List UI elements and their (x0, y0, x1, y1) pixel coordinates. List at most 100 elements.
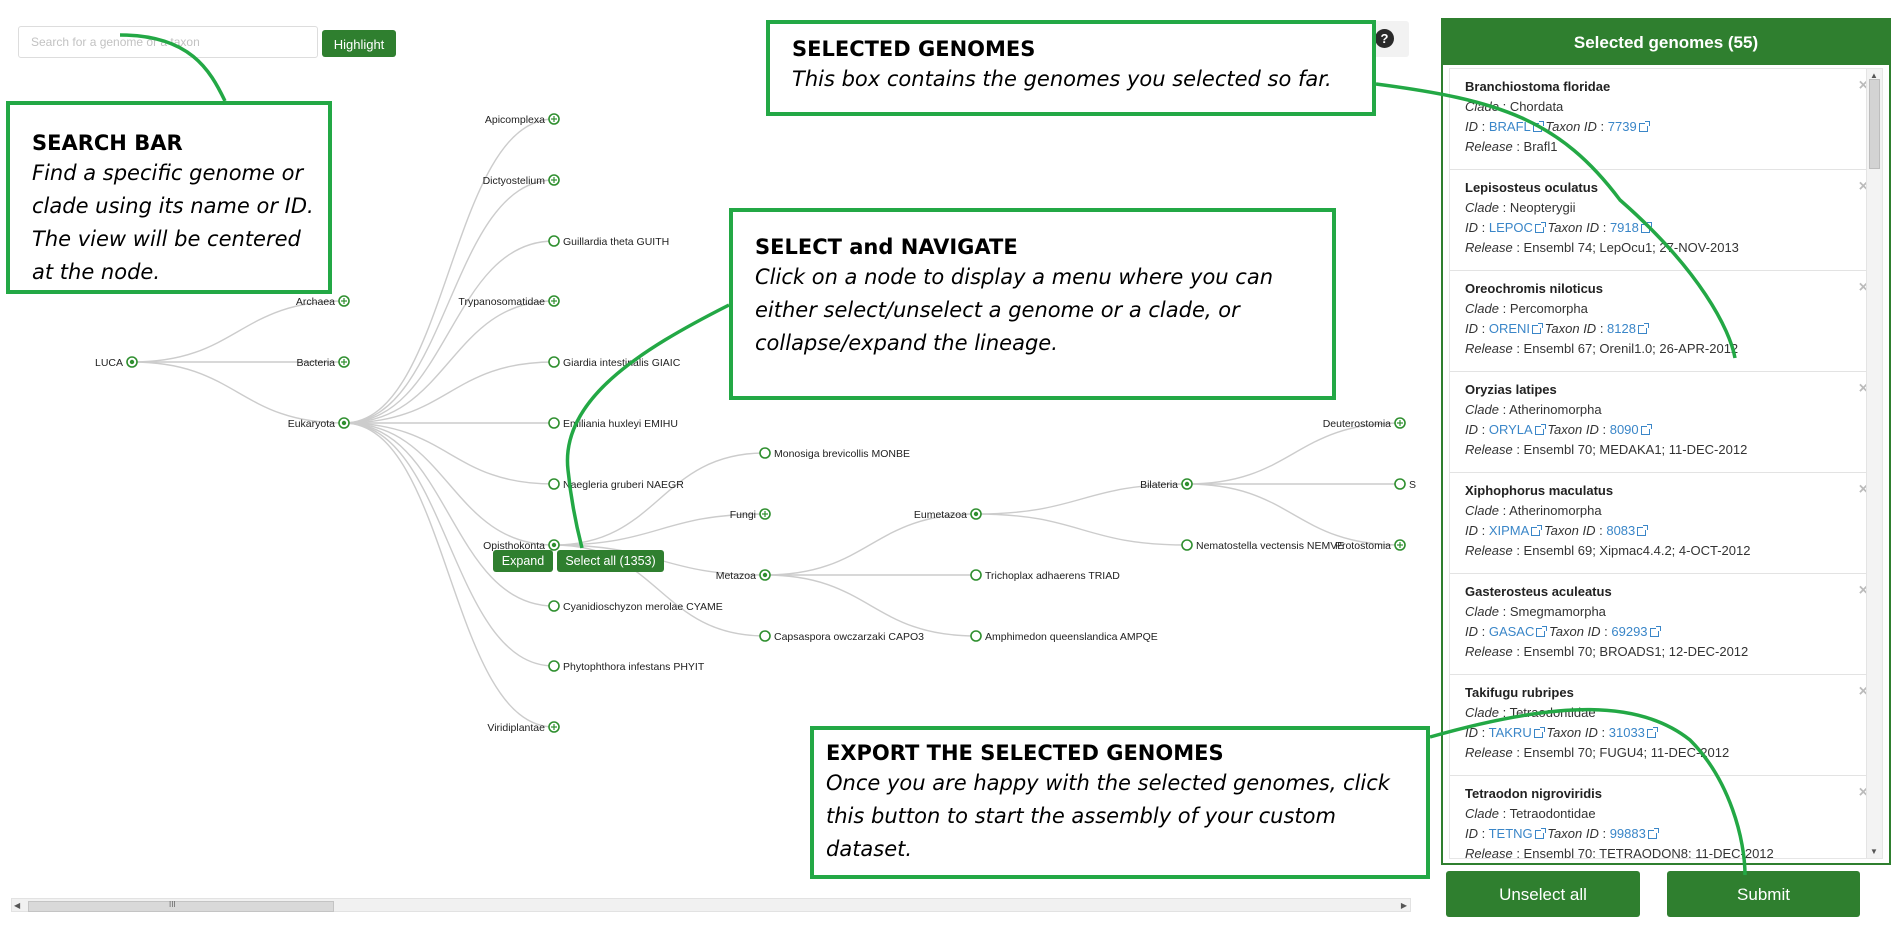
tree-node-label[interactable]: Capsaspora owczarzaki CAPO3 (774, 631, 924, 643)
submit-button[interactable]: Submit (1667, 871, 1860, 917)
tree-node-label[interactable]: Cyanidioschyzon merolae CYAME (563, 601, 723, 613)
external-link-icon[interactable] (1637, 323, 1649, 334)
tree-node-label[interactable]: Naegleria gruberi NAEGR (563, 479, 684, 491)
external-link-icon[interactable] (1647, 828, 1659, 839)
tree-node-luca[interactable]: LUCA (95, 356, 138, 369)
leaf-node-icon[interactable] (548, 600, 560, 612)
remove-genome-icon[interactable]: × (1858, 683, 1868, 700)
horizontal-scroll-thumb[interactable]: III (28, 900, 334, 912)
leaf-node-icon[interactable] (548, 417, 560, 429)
tree-node-label[interactable]: Bacteria (296, 357, 335, 369)
tree-node-capsaspora[interactable]: Capsaspora owczarzaki CAPO3 (759, 630, 924, 643)
tree-node-label[interactable]: Nematostella vectensis NEMVE (1196, 540, 1344, 552)
highlight-button[interactable]: Highlight (322, 30, 396, 57)
tree-node-label[interactable]: Phytophthora infestans PHYIT (563, 661, 705, 673)
tree-node-label[interactable]: Giardia intestinalis GIAIC (563, 357, 681, 369)
tree-node-label[interactable]: Dictyostelium (483, 175, 546, 187)
tree-node-dictyostelium[interactable]: Dictyostelium (483, 174, 560, 187)
tree-node-phytophthora[interactable]: Phytophthora infestans PHYIT (548, 660, 705, 673)
leaf-node-icon[interactable] (759, 630, 771, 642)
tree-node-label[interactable]: Emiliania huxleyi EMIHU (563, 418, 678, 430)
tree-node-label[interactable]: Trichoplax adhaerens TRIAD (985, 570, 1120, 582)
tree-node-emiliania[interactable]: Emiliania huxleyi EMIHU (548, 417, 678, 430)
external-link-icon[interactable] (1534, 222, 1546, 233)
leaf-node-icon[interactable] (1181, 539, 1193, 551)
remove-genome-icon[interactable]: × (1858, 784, 1868, 801)
leaf-node-icon[interactable] (1394, 478, 1406, 490)
remove-genome-icon[interactable]: × (1858, 279, 1868, 296)
tree-node-trichoplax[interactable]: Trichoplax adhaerens TRIAD (970, 569, 1120, 582)
vertical-scrollbar[interactable]: ▲ ▼ (1866, 69, 1882, 858)
remove-genome-icon[interactable]: × (1858, 481, 1868, 498)
tree-node-label[interactable]: Trypanosomatidae (458, 296, 545, 308)
genome-id-link[interactable]: LEPOC (1488, 220, 1533, 235)
tree-node-cyanidioschyzon[interactable]: Cyanidioschyzon merolae CYAME (548, 600, 723, 613)
external-link-icon[interactable] (1533, 727, 1545, 738)
tree-node-archaea[interactable]: Archaea (296, 295, 350, 308)
remove-genome-icon[interactable]: × (1858, 380, 1868, 397)
leaf-node-icon[interactable] (548, 660, 560, 672)
genome-id-link[interactable]: GASAC (1488, 624, 1535, 639)
taxon-id-link[interactable]: 7918 (1609, 220, 1639, 235)
taxon-id-link[interactable]: 7739 (1607, 119, 1637, 134)
scroll-up-icon[interactable]: ▲ (1870, 71, 1878, 80)
leaf-node-icon[interactable] (548, 235, 560, 247)
external-link-icon[interactable] (1640, 222, 1652, 233)
remove-genome-icon[interactable]: × (1858, 178, 1868, 195)
tree-node-label[interactable]: Eumetazoa (914, 509, 967, 521)
tree-node-eumetazoa[interactable]: Eumetazoa (914, 508, 982, 521)
tree-node-label[interactable]: Apicomplexa (485, 114, 545, 126)
genome-id-link[interactable]: ORENI (1488, 321, 1531, 336)
remove-genome-icon[interactable]: × (1858, 77, 1868, 94)
tree-node-monosiga[interactable]: Monosiga brevicollis MONBE (759, 447, 910, 460)
tree-node-label[interactable]: Amphimedon queenslandica AMPQE (985, 631, 1158, 643)
select-all-button[interactable]: Select all (1353) (557, 550, 664, 572)
tree-node-label[interactable]: Guillardia theta GUITH (563, 236, 669, 248)
leaf-node-icon[interactable] (970, 630, 982, 642)
external-link-icon[interactable] (1640, 424, 1652, 435)
taxon-id-link[interactable]: 8128 (1607, 321, 1636, 336)
genome-id-link[interactable]: TAKRU (1488, 725, 1532, 740)
tree-node-apicomplexa[interactable]: Apicomplexa (485, 113, 560, 126)
tree-node-bilateria[interactable]: Bilateria (1140, 478, 1193, 491)
external-link-icon[interactable] (1536, 626, 1548, 637)
tree-node-metazoa[interactable]: Metazoa (716, 569, 771, 582)
taxon-id-link[interactable]: 99883 (1609, 826, 1646, 841)
tree-node-guillardia[interactable]: Guillardia theta GUITH (548, 235, 669, 248)
tree-node-label[interactable]: Protostomia (1335, 540, 1391, 552)
genome-id-link[interactable]: TETNG (1488, 826, 1533, 841)
external-link-icon[interactable] (1638, 121, 1650, 132)
tree-node-label[interactable]: Bilateria (1140, 479, 1178, 491)
scroll-down-icon[interactable]: ▼ (1870, 847, 1878, 856)
tree-node-amphimedon[interactable]: Amphimedon queenslandica AMPQE (970, 630, 1158, 643)
tree-node-giardia[interactable]: Giardia intestinalis GIAIC (548, 356, 681, 369)
external-link-icon[interactable] (1534, 424, 1546, 435)
tree-node-label[interactable]: Deuterostomia (1323, 418, 1391, 430)
genome-id-link[interactable]: BRAFL (1488, 119, 1531, 134)
tree-node-naegleria[interactable]: Naegleria gruberi NAEGR (548, 478, 684, 491)
tree-node-label[interactable]: Eukaryota (288, 418, 335, 430)
tree-node-bacteria[interactable]: Bacteria (296, 356, 350, 369)
tree-node-label[interactable]: Monosiga brevicollis MONBE (774, 448, 910, 460)
tree-node-protostomia[interactable]: Protostomia (1335, 539, 1406, 552)
scroll-thumb[interactable] (1869, 79, 1880, 169)
genome-id-link[interactable]: XIPMA (1488, 523, 1530, 538)
expand-button[interactable]: Expand (493, 550, 553, 572)
leaf-node-icon[interactable] (548, 356, 560, 368)
external-link-icon[interactable] (1637, 525, 1649, 536)
taxon-id-link[interactable]: 69293 (1611, 624, 1648, 639)
horizontal-scrollbar[interactable]: ◀ III ▶ (11, 898, 1411, 912)
taxon-id-link[interactable]: 8083 (1606, 523, 1636, 538)
external-link-icon[interactable] (1534, 828, 1546, 839)
external-link-icon[interactable] (1532, 121, 1544, 132)
external-link-icon[interactable] (1531, 525, 1543, 536)
tree-node-eukaryota[interactable]: Eukaryota (288, 417, 350, 430)
remove-genome-icon[interactable]: × (1858, 582, 1868, 599)
tree-node-label[interactable]: Fungi (730, 509, 756, 521)
tree-node-viridiplantae[interactable]: Viridiplantae (487, 721, 560, 734)
external-link-icon[interactable] (1649, 626, 1661, 637)
tree-node-deuterostomia[interactable]: Deuterostomia (1323, 417, 1406, 430)
leaf-node-icon[interactable] (759, 447, 771, 459)
genome-id-link[interactable]: ORYLA (1488, 422, 1533, 437)
